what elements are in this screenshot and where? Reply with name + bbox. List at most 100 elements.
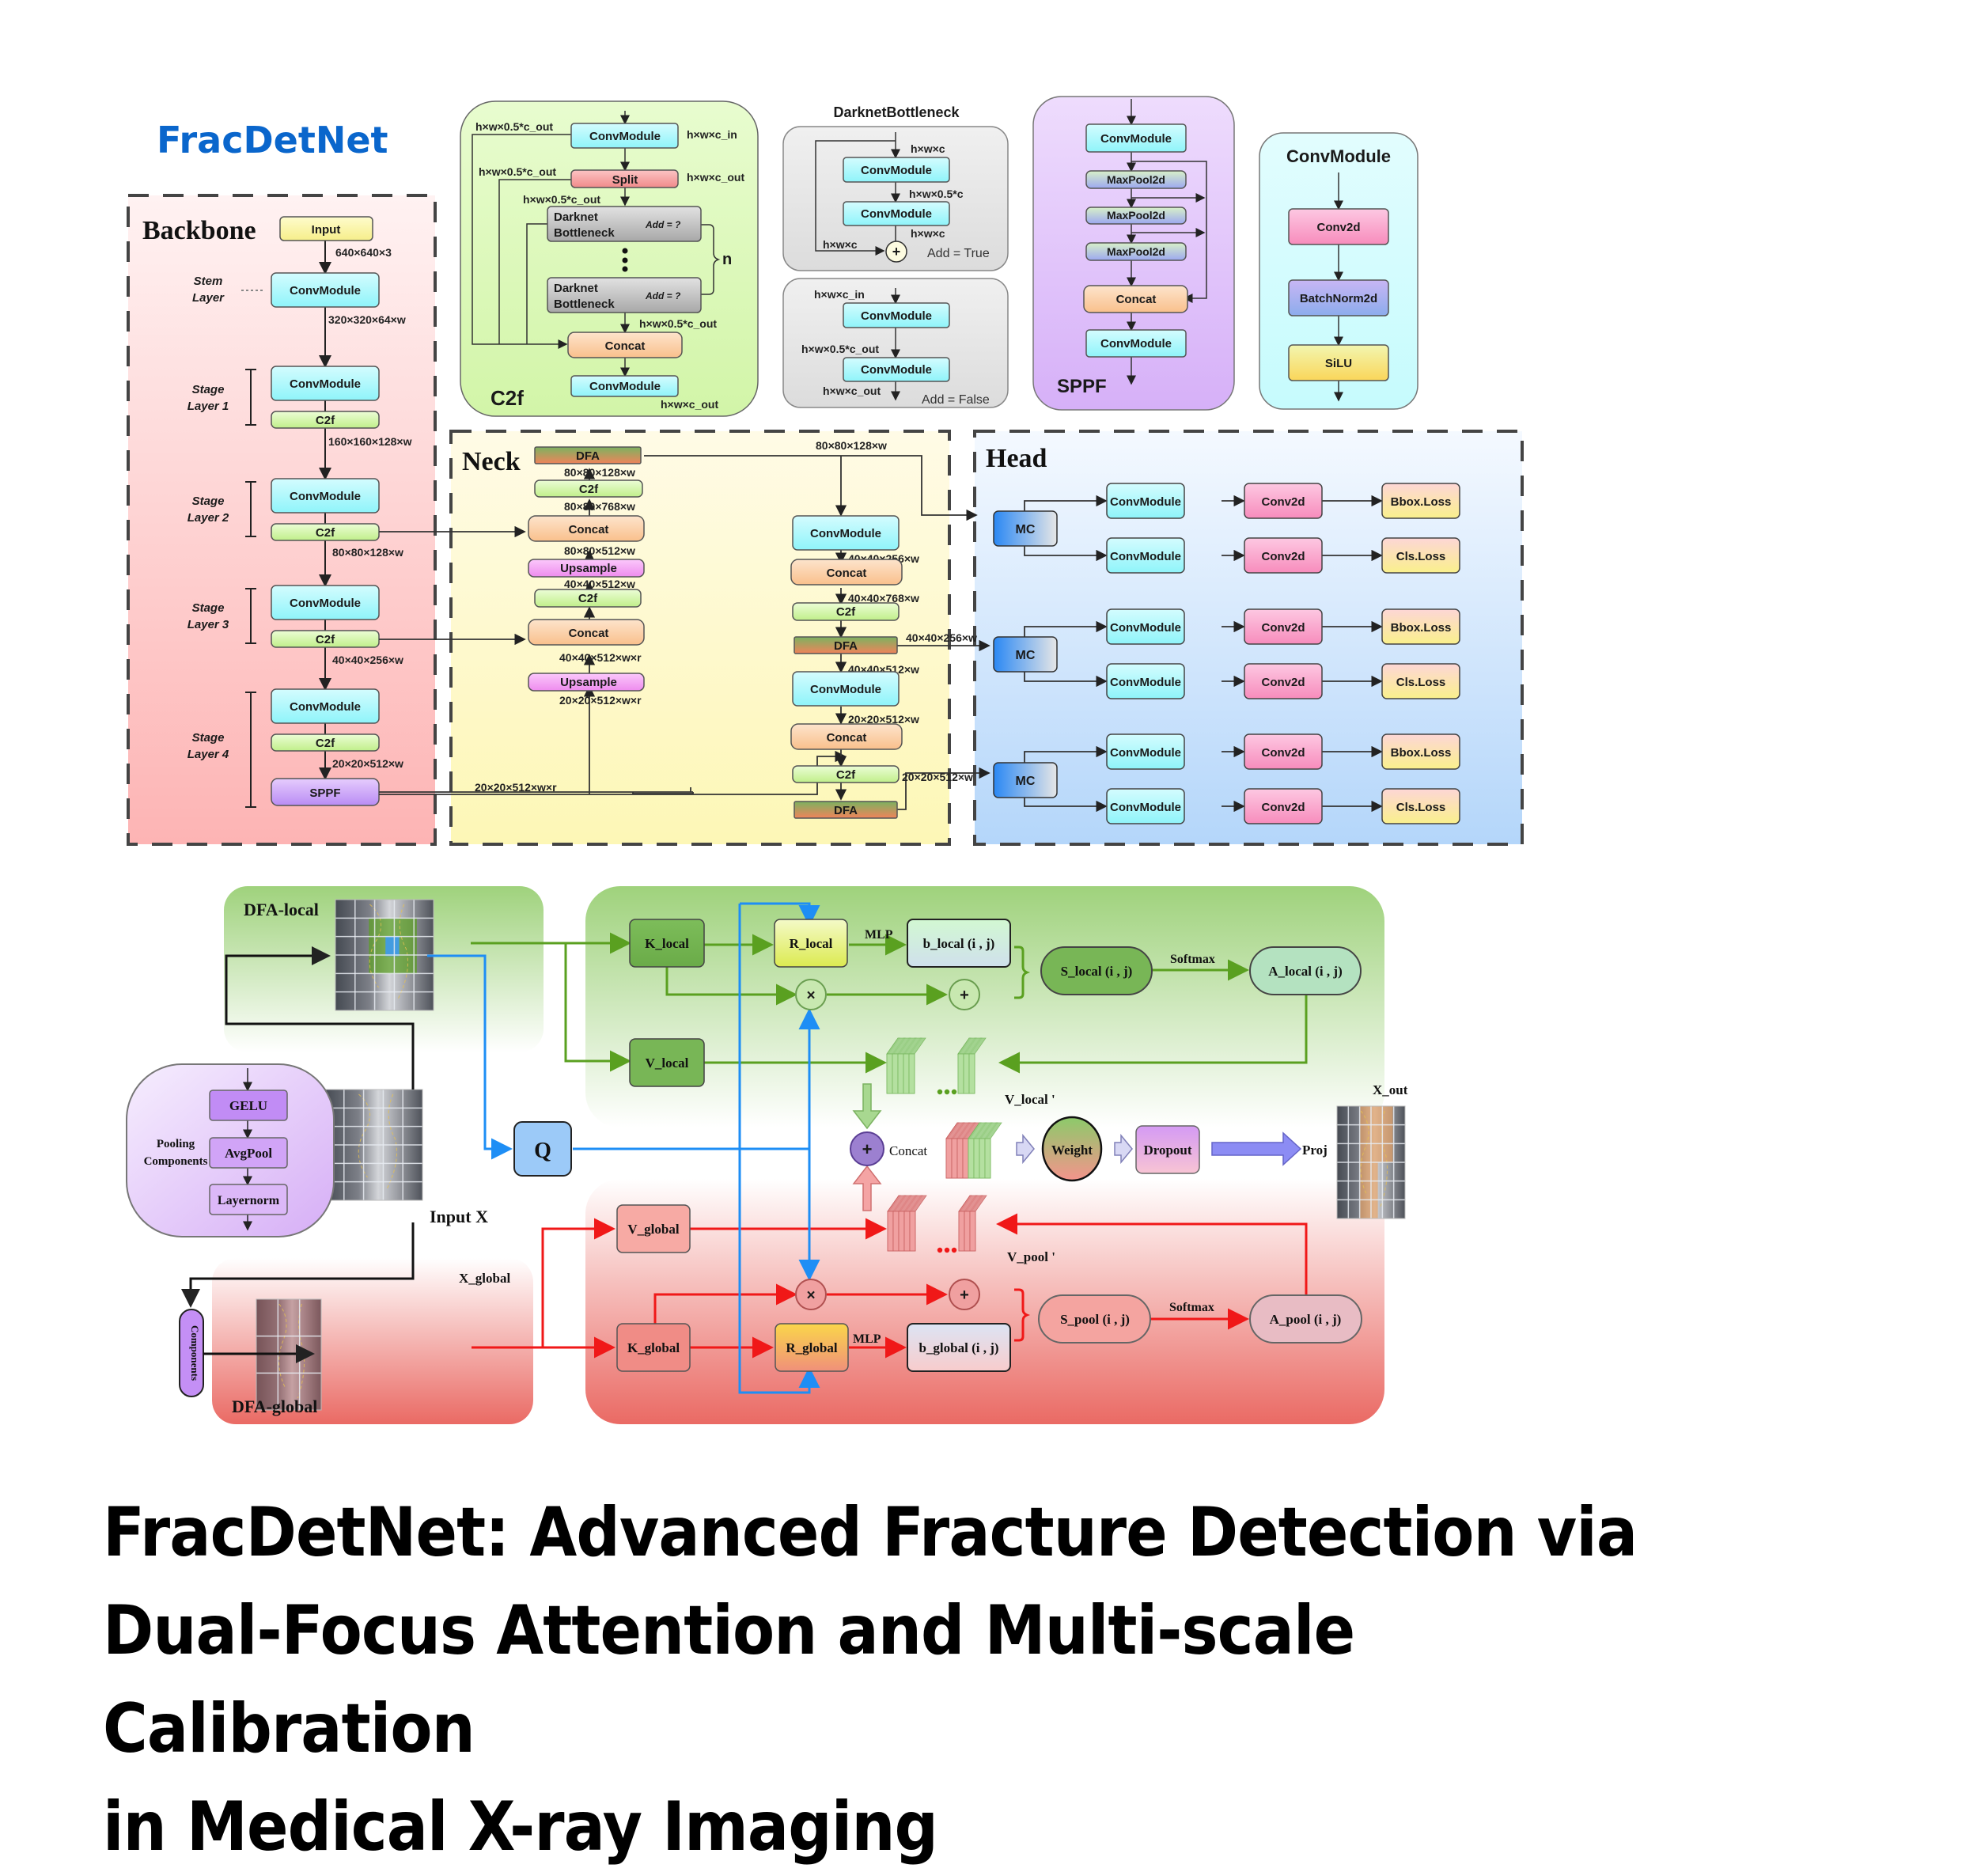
head-conv2d[interactable]: Conv2d bbox=[1244, 537, 1323, 574]
neck-upsample-2[interactable]: Upsample bbox=[528, 673, 645, 692]
k-global-node[interactable]: K_global bbox=[616, 1323, 691, 1372]
dfa-local-title: DFA-local bbox=[244, 900, 319, 919]
a-local-node[interactable]: A_local (i , j) bbox=[1249, 946, 1362, 995]
darknet-true-conv-2[interactable]: ConvModule bbox=[843, 201, 950, 226]
head-cls-loss[interactable]: Cls.Loss bbox=[1381, 537, 1460, 574]
backbone-input-node[interactable]: Input bbox=[279, 216, 373, 241]
head-conv2d[interactable]: Conv2d bbox=[1244, 733, 1323, 770]
stage4-c2f[interactable]: C2f bbox=[271, 733, 380, 752]
head-bbox-loss[interactable]: Bbox.Loss bbox=[1381, 483, 1460, 519]
svg-text:ConvModule: ConvModule bbox=[1110, 676, 1181, 689]
head-convmodule[interactable]: ConvModule bbox=[1106, 733, 1185, 770]
head-cls-loss[interactable]: Cls.Loss bbox=[1381, 788, 1460, 824]
c2f-split[interactable]: Split bbox=[570, 169, 679, 188]
neck-dfa-r2[interactable]: DFA bbox=[794, 801, 898, 819]
head-convmodule[interactable]: ConvModule bbox=[1106, 608, 1185, 645]
svg-text:GELU: GELU bbox=[229, 1098, 267, 1113]
backbone-sppf[interactable]: SPPF bbox=[271, 778, 380, 806]
pooling-components-pill[interactable]: Components bbox=[179, 1309, 204, 1397]
neck-c2f-1[interactable]: C2f bbox=[534, 479, 643, 498]
head-conv2d[interactable]: Conv2d bbox=[1244, 663, 1323, 699]
hollow-arrow-1 bbox=[1016, 1133, 1035, 1165]
c2f-concat[interactable]: Concat bbox=[567, 332, 683, 358]
sppf-maxpool-3[interactable]: MaxPool2d bbox=[1085, 242, 1187, 261]
neck-c2f-2[interactable]: C2f bbox=[534, 589, 642, 608]
head-convmodule[interactable]: ConvModule bbox=[1106, 537, 1185, 574]
sppf-conv-bottom[interactable]: ConvModule bbox=[1085, 329, 1187, 358]
r-local-node[interactable]: R_local bbox=[774, 919, 848, 968]
sppf-conv-top[interactable]: ConvModule bbox=[1085, 123, 1187, 153]
dim-label: h×w×0.5*c_out bbox=[639, 317, 717, 330]
convmodule-conv2d[interactable]: Conv2d bbox=[1288, 208, 1389, 245]
dim-label: 40×40×512×w bbox=[564, 578, 635, 590]
neck-dfa-top[interactable]: DFA bbox=[534, 446, 642, 464]
stage4-conv[interactable]: ConvModule bbox=[271, 688, 380, 724]
neck-concat-1[interactable]: Concat bbox=[528, 515, 645, 542]
b-global-node[interactable]: b_global (i , j) bbox=[907, 1323, 1011, 1372]
convmodule-silu[interactable]: SiLU bbox=[1288, 344, 1389, 381]
neck-c2f-r1[interactable]: C2f bbox=[792, 602, 900, 621]
stage2-label-1: Stage bbox=[192, 495, 225, 508]
c2f-bottleneck-1[interactable]: Darknet Bottleneck Add = ? bbox=[547, 206, 702, 242]
v-global-node[interactable]: V_global bbox=[616, 1204, 691, 1253]
head-conv2d[interactable]: Conv2d bbox=[1244, 608, 1323, 645]
r-global-node[interactable]: R_global bbox=[775, 1323, 849, 1372]
head-conv2d[interactable]: Conv2d bbox=[1244, 788, 1323, 824]
sppf-maxpool-1[interactable]: MaxPool2d bbox=[1085, 170, 1187, 189]
stage3-conv[interactable]: ConvModule bbox=[271, 585, 380, 620]
svg-text:MC: MC bbox=[1016, 775, 1036, 788]
stage2-conv[interactable]: ConvModule bbox=[271, 478, 380, 514]
neck-concat-r2[interactable]: Concat bbox=[790, 723, 903, 750]
stage3-c2f[interactable]: C2f bbox=[271, 630, 380, 648]
neck-c2f-r2[interactable]: C2f bbox=[792, 765, 900, 783]
mc-node[interactable]: MC bbox=[993, 762, 1058, 798]
pooling-layernorm[interactable]: Layernorm bbox=[209, 1184, 288, 1215]
sppf-concat[interactable]: Concat bbox=[1083, 285, 1188, 313]
neck-upsample-1[interactable]: Upsample bbox=[528, 559, 645, 578]
svg-text:Components: Components bbox=[189, 1325, 201, 1381]
s-pool-node[interactable]: S_pool (i , j) bbox=[1038, 1294, 1151, 1344]
neck-concat-r1[interactable]: Concat bbox=[790, 559, 903, 586]
s-local-node[interactable]: S_local (i , j) bbox=[1040, 946, 1153, 995]
mc-node[interactable]: MC bbox=[993, 636, 1058, 673]
mc-node[interactable]: MC bbox=[993, 510, 1058, 547]
head-convmodule[interactable]: ConvModule bbox=[1106, 663, 1185, 699]
c2f-bottleneck-n[interactable]: Darknet Bottleneck Add = ? bbox=[547, 277, 702, 313]
stage2-c2f[interactable]: C2f bbox=[271, 523, 380, 541]
backbone-stem-conv[interactable]: ConvModule bbox=[271, 272, 380, 308]
b-local-node[interactable]: b_local (i , j) bbox=[907, 919, 1011, 968]
neck-concat-2[interactable]: Concat bbox=[528, 619, 645, 646]
head-conv2d[interactable]: Conv2d bbox=[1244, 483, 1323, 519]
svg-text:Upsample: Upsample bbox=[560, 562, 617, 575]
head-convmodule[interactable]: ConvModule bbox=[1106, 788, 1185, 824]
c2f-conv-bottom[interactable]: ConvModule bbox=[570, 375, 679, 397]
weight-node[interactable]: Weight bbox=[1041, 1116, 1103, 1182]
c2f-conv-top[interactable]: ConvModule bbox=[570, 123, 679, 149]
v-local-node[interactable]: V_local bbox=[629, 1038, 705, 1087]
neck-conv-r1[interactable]: ConvModule bbox=[792, 515, 900, 551]
darknet-false-conv-2[interactable]: ConvModule bbox=[843, 357, 950, 382]
head-cls-loss[interactable]: Cls.Loss bbox=[1381, 663, 1460, 699]
stage1-conv[interactable]: ConvModule bbox=[271, 366, 380, 401]
svg-text:Concat: Concat bbox=[569, 523, 609, 536]
neck-conv-r2[interactable]: ConvModule bbox=[792, 671, 900, 707]
sppf-maxpool-2[interactable]: MaxPool2d bbox=[1085, 207, 1187, 225]
a-pool-node[interactable]: A_pool (i , j) bbox=[1249, 1294, 1362, 1344]
dim-label: 640×640×3 bbox=[335, 246, 392, 259]
darknet-true-conv-1[interactable]: ConvModule bbox=[843, 157, 950, 183]
k-local-node[interactable]: K_local bbox=[629, 919, 705, 968]
q-node[interactable]: Q bbox=[513, 1121, 572, 1177]
head-bbox-loss[interactable]: Bbox.Loss bbox=[1381, 608, 1460, 645]
neck-dfa-r1[interactable]: DFA bbox=[794, 636, 898, 654]
convmodule-batchnorm[interactable]: BatchNorm2d bbox=[1288, 279, 1389, 316]
darknet-false-conv-1[interactable]: ConvModule bbox=[843, 302, 950, 328]
pooling-gelu[interactable]: GELU bbox=[209, 1090, 288, 1121]
pooling-avgpool[interactable]: AvgPool bbox=[209, 1137, 288, 1169]
head-convmodule[interactable]: ConvModule bbox=[1106, 483, 1185, 519]
dropout-node[interactable]: Dropout bbox=[1135, 1125, 1200, 1174]
stage1-c2f[interactable]: C2f bbox=[271, 411, 380, 429]
mlp-label-global: MLP bbox=[853, 1332, 881, 1346]
head-bbox-loss[interactable]: Bbox.Loss bbox=[1381, 733, 1460, 770]
svg-text:Bbox.Loss: Bbox.Loss bbox=[1391, 621, 1452, 635]
